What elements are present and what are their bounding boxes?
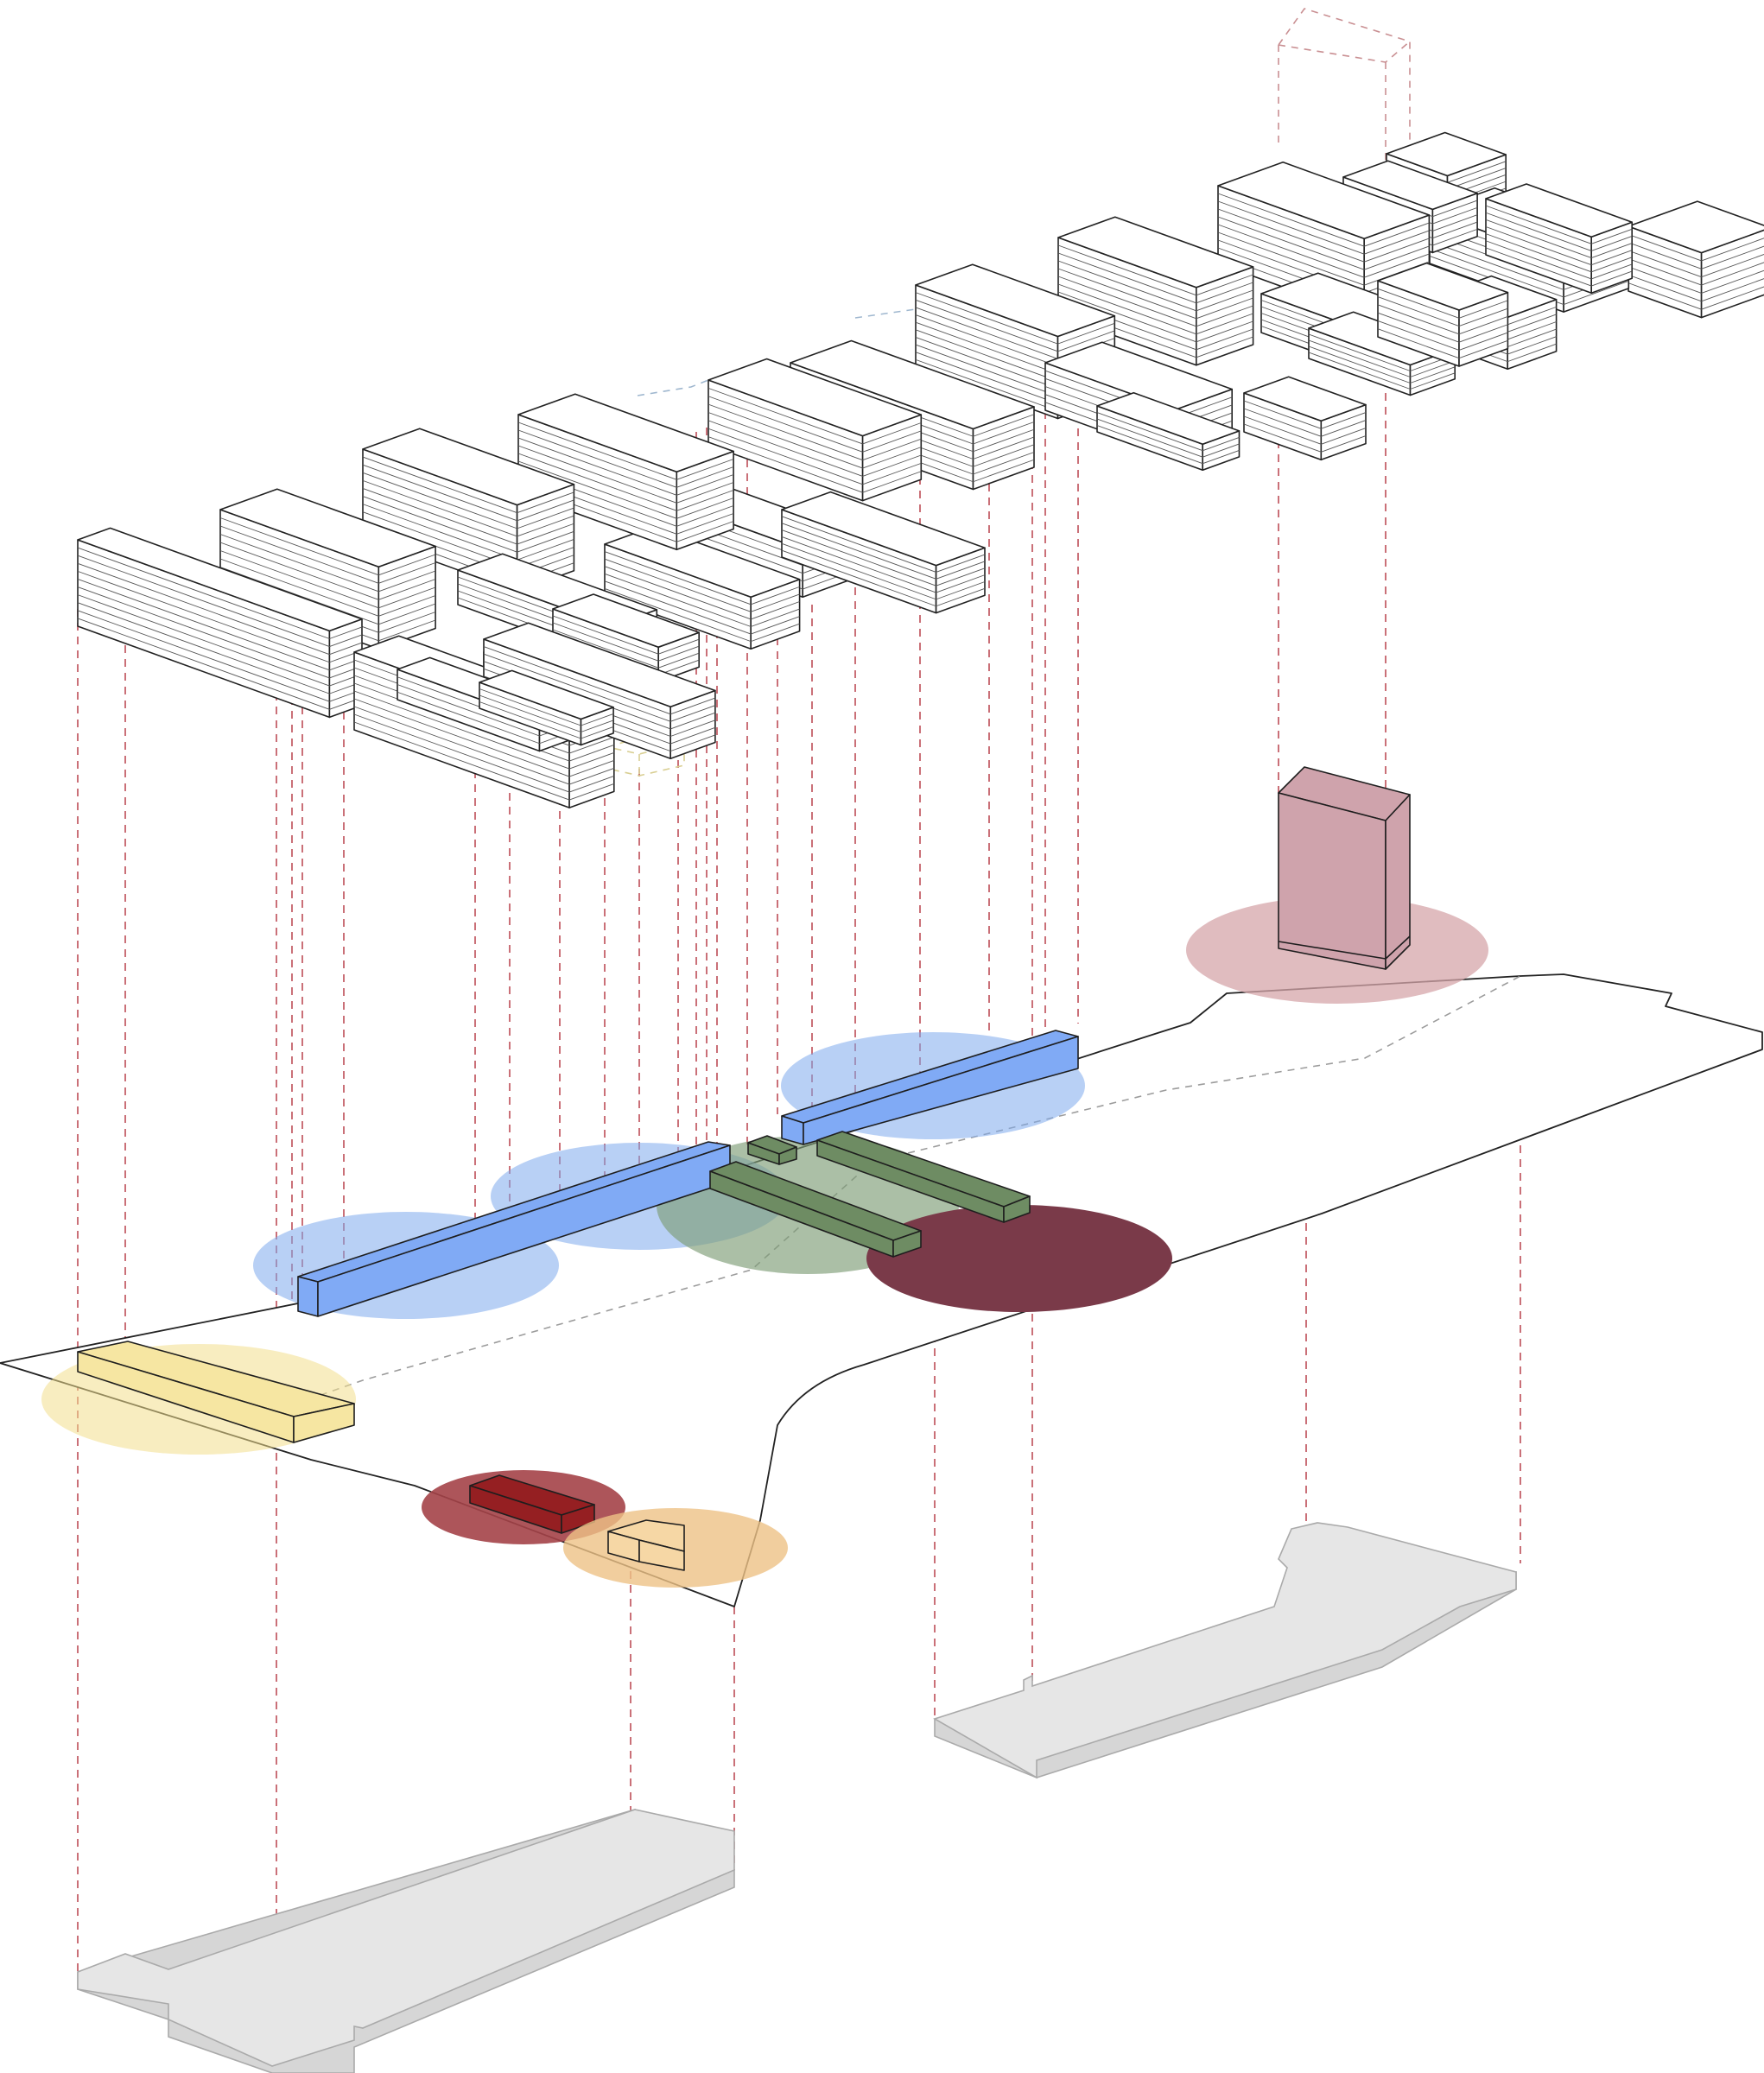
zone-maroon <box>866 1205 1172 1312</box>
ground-slab-left <box>78 1810 734 2073</box>
upper-building-massing <box>78 9 1764 808</box>
block-pink-tower <box>1279 767 1410 969</box>
ground-slab-right <box>935 1523 1516 1778</box>
